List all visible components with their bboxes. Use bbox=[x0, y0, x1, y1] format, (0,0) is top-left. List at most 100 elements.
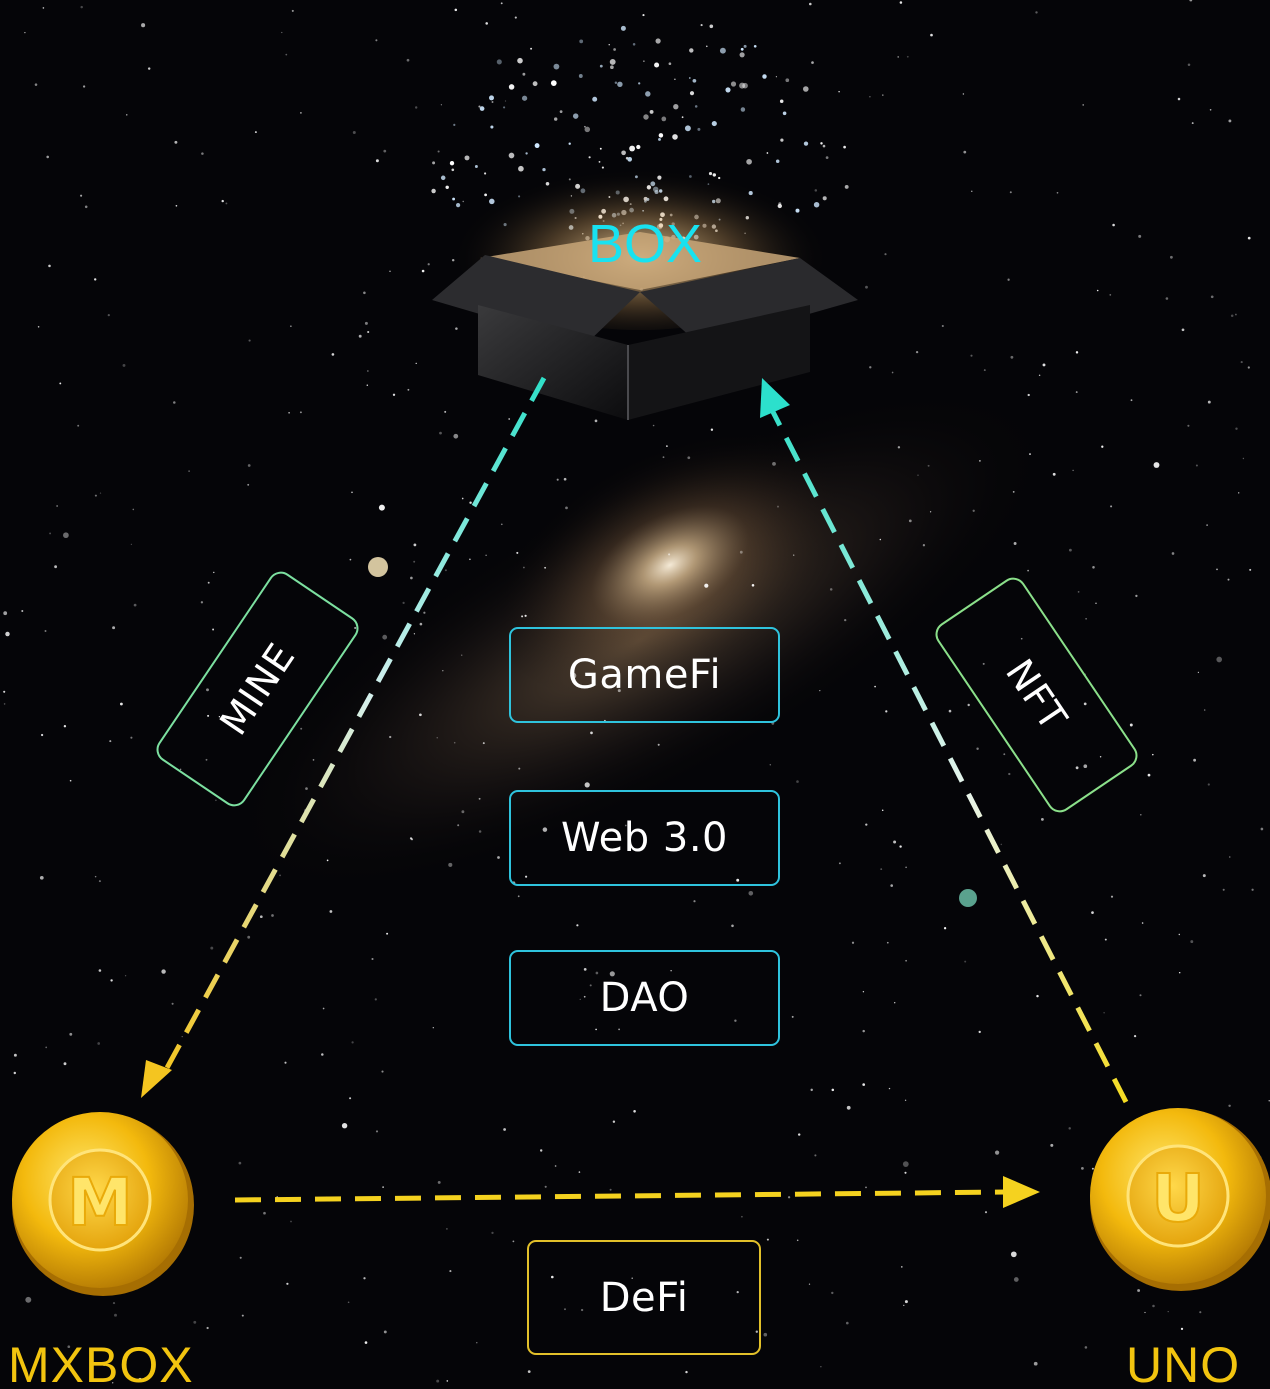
sparkle bbox=[525, 152, 528, 155]
star bbox=[609, 1188, 612, 1191]
star bbox=[207, 581, 210, 584]
star bbox=[874, 685, 876, 688]
star bbox=[963, 150, 967, 154]
star bbox=[247, 935, 251, 939]
star bbox=[517, 895, 520, 898]
star bbox=[107, 313, 110, 317]
sparkle bbox=[739, 52, 745, 58]
star bbox=[1178, 971, 1181, 974]
star bbox=[1147, 773, 1151, 777]
sparkle bbox=[725, 87, 731, 93]
sparkle bbox=[642, 14, 645, 17]
star bbox=[188, 470, 190, 472]
star bbox=[741, 1215, 743, 1218]
sparkle bbox=[491, 101, 494, 103]
star bbox=[1000, 843, 1003, 846]
star bbox=[161, 969, 166, 974]
star bbox=[5, 631, 10, 637]
star bbox=[831, 1088, 835, 1092]
star bbox=[1171, 552, 1175, 555]
star bbox=[1190, 940, 1194, 944]
sparkle bbox=[521, 95, 528, 101]
star bbox=[77, 424, 80, 427]
star bbox=[1260, 827, 1264, 831]
star bbox=[897, 56, 900, 58]
star bbox=[906, 55, 909, 58]
star bbox=[791, 1015, 794, 1018]
sparkle bbox=[553, 63, 560, 70]
star bbox=[478, 797, 481, 800]
star bbox=[402, 601, 405, 605]
star bbox=[530, 47, 533, 50]
star bbox=[44, 630, 47, 632]
star bbox=[381, 1070, 384, 1073]
star bbox=[1083, 702, 1087, 706]
star bbox=[576, 924, 579, 927]
star bbox=[445, 1227, 448, 1230]
star bbox=[1216, 656, 1223, 663]
star bbox=[389, 735, 392, 739]
star bbox=[1110, 505, 1113, 508]
star bbox=[67, 1345, 71, 1349]
star bbox=[1038, 374, 1041, 377]
mxbox-coin-icon: M bbox=[12, 1112, 194, 1296]
star bbox=[300, 727, 303, 730]
star bbox=[595, 1028, 597, 1031]
sparkle bbox=[554, 117, 558, 121]
star bbox=[500, 2, 503, 5]
star bbox=[358, 334, 362, 338]
star bbox=[1008, 772, 1011, 776]
star bbox=[181, 1035, 183, 1038]
star bbox=[312, 759, 315, 761]
star bbox=[386, 932, 389, 935]
star bbox=[440, 104, 443, 106]
star bbox=[904, 1171, 907, 1174]
star bbox=[1210, 295, 1214, 299]
star bbox=[1013, 1277, 1019, 1282]
star bbox=[326, 859, 329, 862]
star bbox=[279, 874, 282, 877]
star bbox=[37, 326, 40, 328]
star bbox=[247, 483, 250, 486]
sparkle bbox=[568, 142, 571, 145]
star bbox=[1007, 278, 1010, 281]
star bbox=[1228, 119, 1232, 123]
star bbox=[82, 85, 86, 88]
star bbox=[970, 354, 973, 357]
star bbox=[1140, 814, 1142, 816]
star bbox=[865, 1186, 867, 1189]
star bbox=[564, 1308, 566, 1311]
star bbox=[994, 1150, 1000, 1155]
star bbox=[1084, 1346, 1088, 1349]
star bbox=[432, 1027, 434, 1029]
star bbox=[364, 1341, 368, 1344]
star bbox=[97, 1042, 101, 1045]
star bbox=[1077, 591, 1080, 593]
star bbox=[1052, 472, 1056, 476]
star bbox=[929, 511, 932, 513]
star bbox=[1193, 758, 1196, 762]
star bbox=[1167, 1310, 1169, 1313]
star bbox=[1112, 223, 1115, 227]
sparkle bbox=[464, 155, 470, 161]
sparkle bbox=[452, 197, 456, 201]
star bbox=[49, 532, 52, 535]
star bbox=[1202, 874, 1206, 878]
star bbox=[3, 690, 6, 693]
sparkle bbox=[517, 57, 523, 64]
star bbox=[102, 1363, 106, 1366]
star bbox=[900, 1266, 903, 1268]
star bbox=[838, 862, 841, 865]
star bbox=[444, 569, 447, 572]
dao-box: DAO bbox=[509, 950, 780, 1046]
star bbox=[210, 946, 214, 950]
star bbox=[419, 713, 422, 717]
star bbox=[899, 1, 903, 4]
star bbox=[766, 1238, 769, 1241]
star bbox=[288, 411, 290, 414]
star bbox=[1027, 569, 1029, 572]
star bbox=[668, 553, 671, 556]
arrow-right-icon bbox=[1003, 1176, 1040, 1208]
star bbox=[838, 90, 840, 93]
